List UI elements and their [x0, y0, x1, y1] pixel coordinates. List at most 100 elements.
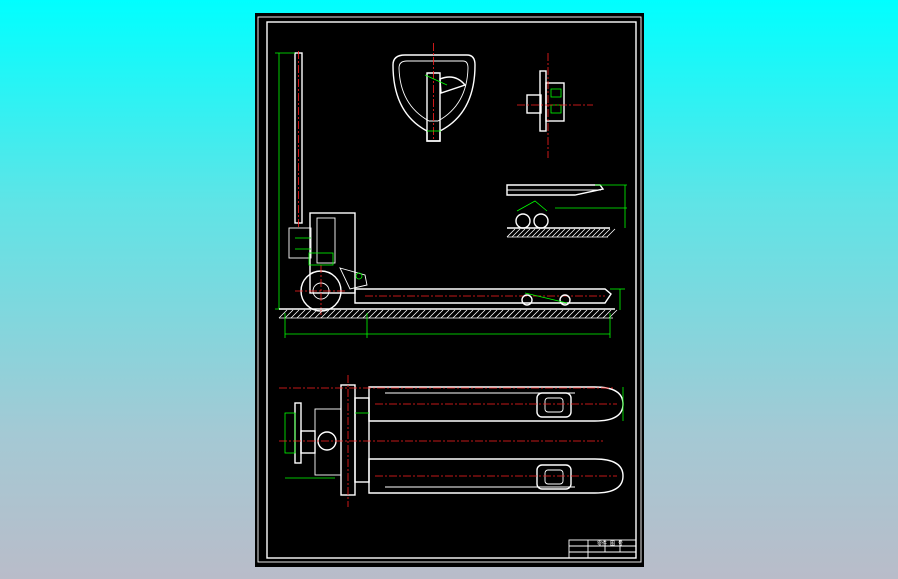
load-roller [559, 294, 571, 306]
hatch-line [386, 309, 396, 319]
hatch-line [518, 309, 528, 319]
hatch-line [488, 309, 498, 319]
fork-arm [354, 288, 612, 304]
hatch-line [602, 309, 612, 319]
hatch-line [326, 309, 336, 319]
detail-roller [533, 213, 549, 229]
handle-stem [426, 72, 441, 142]
hatch-line [590, 309, 600, 319]
hatch-line [521, 228, 531, 238]
hatch-line [561, 228, 571, 238]
load-roller [521, 294, 533, 306]
plan-chassis-inner [354, 397, 370, 483]
hatch-line [440, 309, 450, 319]
pump-detail-body [545, 82, 565, 122]
hatch-line [464, 309, 474, 319]
hatch-line [560, 309, 570, 319]
drawing-sheet: 零件 图 号 [255, 13, 644, 567]
cad-drawing: 零件 图 号 [257, 16, 642, 563]
inner-border [266, 21, 637, 559]
hatch-line [506, 309, 516, 319]
title-block: 零件 图 号 [568, 539, 637, 559]
plan-pump-block [300, 430, 316, 454]
hatch-line [548, 309, 558, 319]
hatch-line [284, 309, 294, 319]
detail-ground-hatch [506, 228, 616, 238]
hatch-line [551, 228, 561, 238]
hatch-line [320, 309, 330, 319]
hatch-line [546, 228, 556, 238]
roller-bracket [516, 200, 548, 212]
ground-hatch [278, 309, 618, 319]
hatch-line [556, 228, 566, 238]
hatch-line [458, 309, 468, 319]
handle-loop-outer [392, 54, 476, 142]
hatch-line [596, 228, 606, 238]
hatch-line [278, 309, 288, 319]
hatch-line [524, 309, 534, 319]
fork-right-roller [536, 464, 572, 490]
hatch-line [296, 309, 306, 319]
hatch-line [531, 228, 541, 238]
pump-cylinder [316, 217, 336, 264]
hatch-line [422, 309, 432, 319]
hatch-line [368, 309, 378, 319]
hatch-line [476, 309, 486, 319]
hatch-line [576, 228, 586, 238]
fork-right-roller-inner [544, 469, 564, 485]
hatch-line [350, 309, 360, 319]
outer-border [257, 16, 642, 563]
hatch-line [332, 309, 342, 319]
plan-handle-dim [284, 412, 296, 454]
release-lever [439, 76, 467, 94]
arm-pivot [355, 272, 363, 280]
hatch-line [536, 228, 546, 238]
side-elevation-view [275, 51, 625, 338]
hatch-line [404, 309, 414, 319]
hatch-line [434, 309, 444, 319]
fork-roller-plate [506, 184, 605, 196]
hatch-line [380, 309, 390, 319]
top-plan-view [279, 375, 624, 507]
fork-roller-detail-view [506, 184, 627, 238]
hatch-line [586, 228, 596, 238]
hatch-line [591, 228, 601, 238]
hatch-line [470, 309, 480, 319]
hatch-line [500, 309, 510, 319]
lever-dimension [424, 74, 448, 86]
hatch-line [338, 309, 348, 319]
fork-left-roller [536, 392, 572, 418]
pump-detail-seal [550, 104, 562, 114]
handle-detail-view [392, 43, 476, 142]
hatch-line [578, 309, 588, 319]
hatch-line [494, 309, 504, 319]
hatch-line [410, 309, 420, 319]
lift-arm [339, 267, 368, 290]
hatch-line [554, 309, 564, 319]
hatch-line [516, 228, 526, 238]
hatch-line [606, 228, 616, 238]
hatch-line [308, 309, 318, 319]
plan-handle-plate [294, 402, 302, 464]
hatch-line [581, 228, 591, 238]
hatch-line [512, 309, 522, 319]
hatch-line [530, 309, 540, 319]
pump-detail-valve [526, 94, 542, 114]
hatch-line [541, 228, 551, 238]
hatch-line [572, 309, 582, 319]
hatch-line [566, 228, 576, 238]
hatch-line [542, 309, 552, 319]
hatch-line [452, 309, 462, 319]
hatch-line [356, 309, 366, 319]
hatch-line [314, 309, 324, 319]
handle-loop-inner [398, 60, 469, 122]
hatch-line [566, 309, 576, 319]
fork-right [368, 458, 624, 494]
hatch-line [302, 309, 312, 319]
hatch-line [290, 309, 300, 319]
hatch-line [596, 309, 606, 319]
hatch-line [506, 228, 516, 238]
pump-detail-view [517, 53, 593, 158]
hatch-line [482, 309, 492, 319]
hatch-line [374, 309, 384, 319]
